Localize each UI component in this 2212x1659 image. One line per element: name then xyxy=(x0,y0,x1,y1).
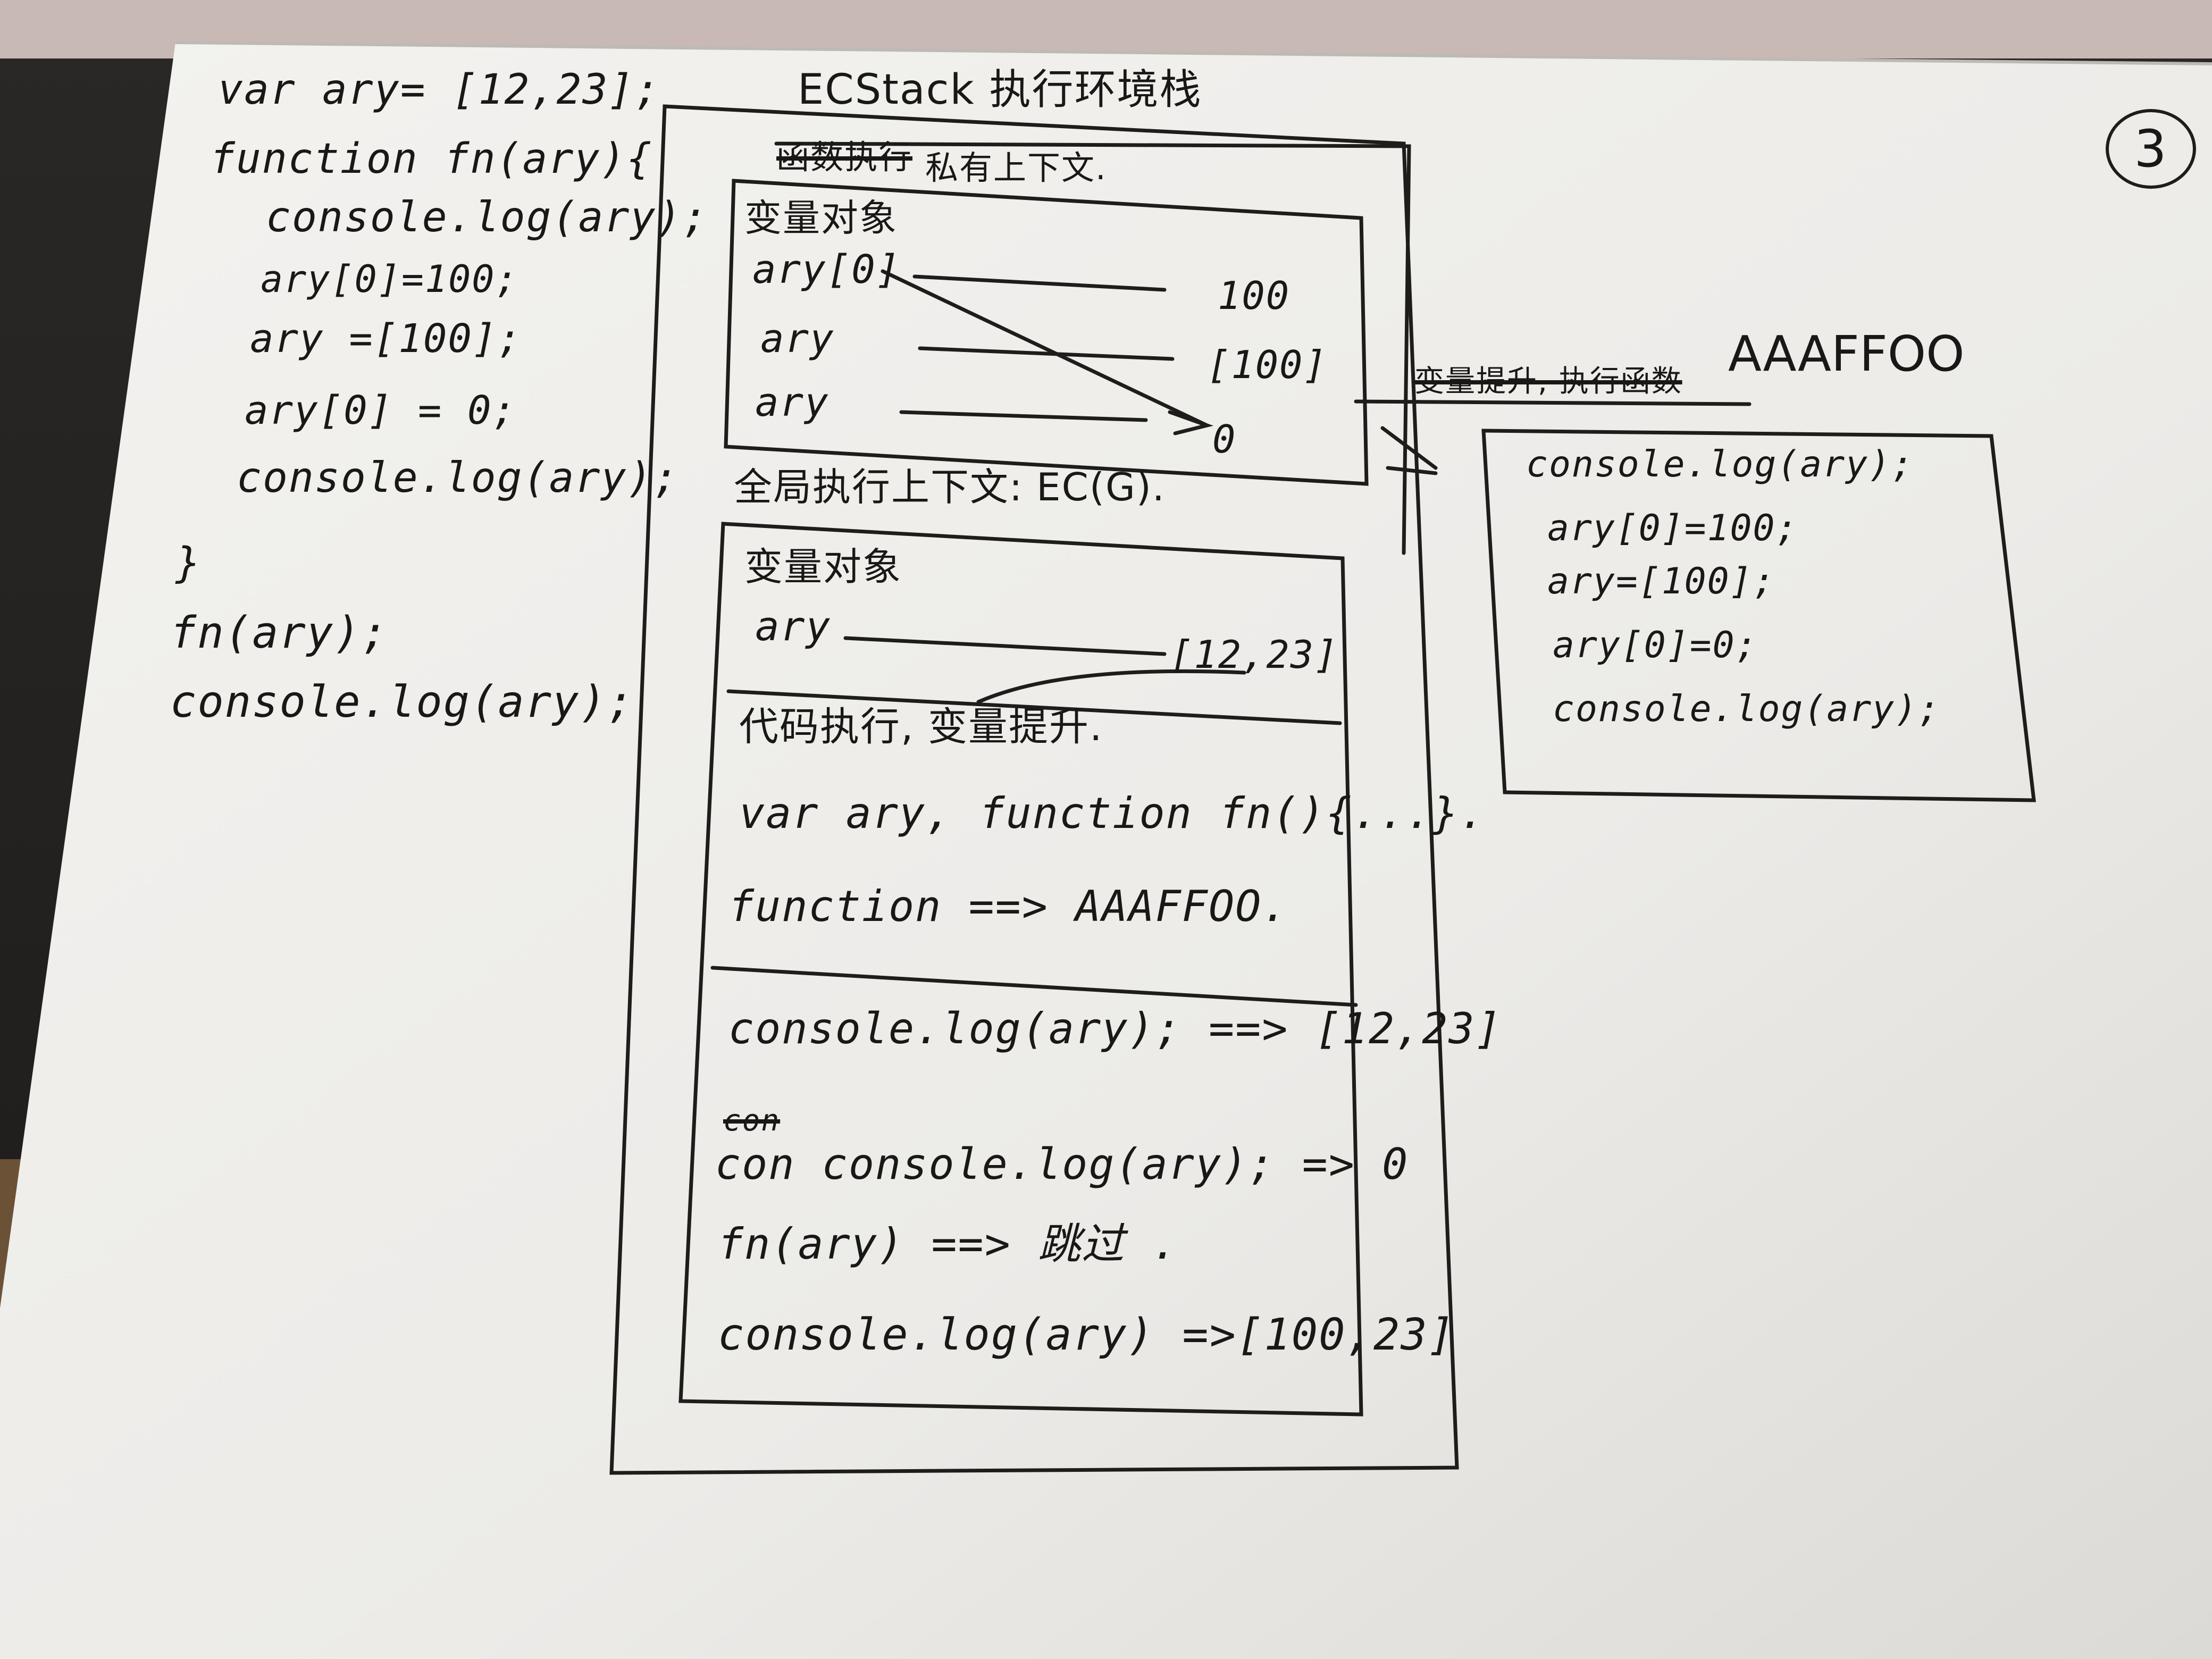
global-value: [12,23] xyxy=(1170,632,1339,677)
heap-code-line: ary=[100]; xyxy=(1547,560,1776,602)
hoisting-title: 代码执行, 变量提升. xyxy=(739,704,1103,750)
heap-code-line: console.log(ary); xyxy=(1553,688,1941,730)
hoisting-line: var ary, function fn(){...}. xyxy=(739,789,1486,838)
exec-line: console.log(ary) =>[100,23] xyxy=(718,1310,1455,1360)
code-line: ary[0]=100; xyxy=(261,257,519,301)
private-var: ary xyxy=(760,316,835,362)
private-var: ary xyxy=(755,380,830,425)
code-line: function fn(ary){ xyxy=(210,135,653,183)
page-number-circle: 3 xyxy=(2106,109,2196,189)
code-line: console.log(ary); xyxy=(266,194,709,241)
global-vo-title: 变量对象 xyxy=(744,544,902,589)
page-number: 3 xyxy=(2134,119,2168,179)
code-line: console.log(ary); xyxy=(237,454,680,502)
code-line: fn(ary); xyxy=(170,608,389,658)
global-var: ary xyxy=(755,602,832,650)
code-line: var ary= [12,23]; xyxy=(218,66,661,114)
private-vo-title: 变量对象 xyxy=(744,196,898,240)
exec-line: console.log(ary); ==> [12,23] xyxy=(728,1004,1502,1053)
exec-line: con console.log(ary); => 0 xyxy=(715,1139,1409,1189)
heap-crossed-label: 变量提升, 执行函数 xyxy=(1414,364,1682,399)
code-line: console.log(ary); xyxy=(170,677,635,727)
private-value: 0 xyxy=(1212,417,1237,462)
stack-title: ECStack 执行环境栈 xyxy=(798,66,1202,114)
heap-code-line: console.log(ary); xyxy=(1526,443,1914,485)
private-context-label: 私有上下文. xyxy=(925,148,1107,187)
heap-code-line: ary[0]=100; xyxy=(1547,507,1799,549)
private-value: [100] xyxy=(1207,342,1328,387)
private-value: 100 xyxy=(1218,273,1291,318)
private-var: ary[0] xyxy=(752,247,901,292)
code-line: ary =[100]; xyxy=(250,316,523,362)
hoisting-line: function ==> AAAFFOO. xyxy=(728,882,1289,931)
exec-line: fn(ary) ==> 跳过 . xyxy=(718,1219,1179,1269)
private-context-crossed-label: 函数执行 xyxy=(776,138,913,177)
heap-code-line: ary[0]=0; xyxy=(1553,624,1758,666)
heap-address: AAAFFOO xyxy=(1728,325,1965,382)
code-line: } xyxy=(175,539,202,587)
global-context-label: 全局执行上下文: EC(G). xyxy=(734,465,1166,509)
exec-line-crossed: con xyxy=(723,1103,781,1138)
code-line: ary[0] = 0; xyxy=(245,388,517,433)
